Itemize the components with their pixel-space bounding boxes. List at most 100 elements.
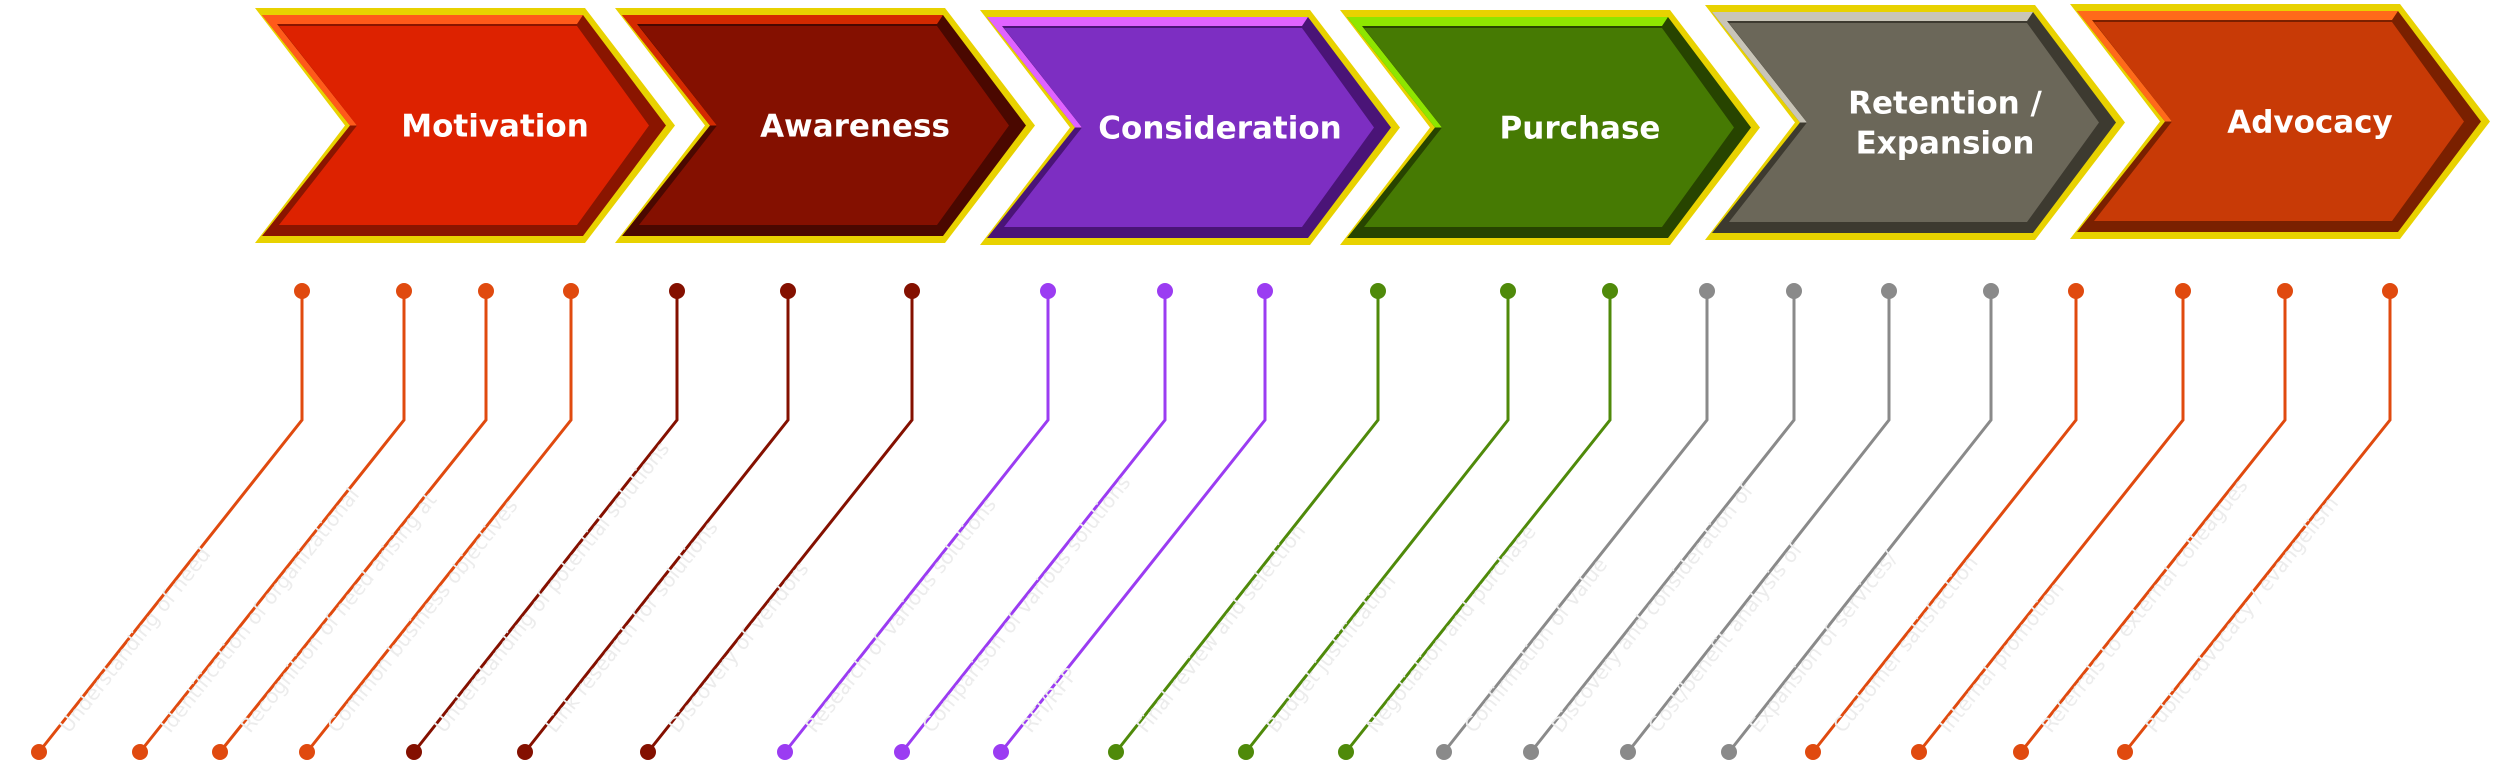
- leader-line: [523, 291, 790, 753]
- leader-bottom-dot: [640, 744, 656, 760]
- leader-top-dot: [1257, 283, 1273, 299]
- stage-chevrons: Motivation Awareness Consideration Purchase…: [255, 4, 2490, 245]
- chevron-consideration: Consideration: [980, 10, 1400, 245]
- leader-bottom-dot: [1721, 744, 1737, 760]
- leader-line: [1811, 291, 2078, 753]
- stage-label: Purchase: [1500, 111, 1661, 147]
- leader-top-dot: [2068, 283, 2084, 299]
- leader-top-dot: [1983, 283, 1999, 299]
- leader-line: [900, 291, 1167, 753]
- leader-top-dot: [780, 283, 796, 299]
- leader-line: [1917, 291, 2185, 753]
- stage-label: Retention /: [1848, 86, 2042, 122]
- leader-line: [218, 291, 488, 753]
- leader-line: [1114, 291, 1380, 753]
- leader-bottom-dot: [406, 744, 422, 760]
- leader-6: Link research for solutions: [517, 283, 796, 760]
- leader-11: Final review and selection: [1108, 283, 1386, 760]
- leader-bottom-dot: [2013, 744, 2029, 760]
- leader-bottom-dot: [1620, 744, 1636, 760]
- leader-top-dot: [1370, 283, 1386, 299]
- leader-line: [138, 291, 406, 753]
- stage-label: Motivation: [401, 109, 589, 145]
- leader-top-dot: [2175, 283, 2191, 299]
- leader-20: Referrals to external colleagues: [2013, 283, 2293, 760]
- leader-top-dot: [669, 283, 685, 299]
- leader-line: [1626, 291, 1891, 753]
- leader-bottom-dot: [1108, 744, 1124, 760]
- chevron-awareness: Awareness: [615, 8, 1035, 243]
- chevron-face: [639, 26, 1009, 225]
- leader-7: Discovery of vendors: [640, 283, 920, 760]
- leader-line: [1442, 291, 1709, 753]
- leader-line: [2123, 291, 2392, 753]
- leader-5: Understanding of potential solutions: [406, 283, 685, 760]
- leader-line: [1529, 291, 1796, 753]
- leader-bottom-dot: [894, 744, 910, 760]
- chevron-face: [279, 26, 649, 225]
- leader-bottom-dot: [1911, 744, 1927, 760]
- leader-8: Research of various solutions: [777, 283, 1056, 760]
- leader-bottom-dot: [1436, 744, 1452, 760]
- leader-top-dot: [1699, 283, 1715, 299]
- chevron-retention-expansion: Retention / Expansion: [1705, 5, 2125, 240]
- leader-top-dot: [2382, 283, 2398, 299]
- chevron-advocacy: Advocacy: [2070, 4, 2490, 239]
- leader-line: [37, 291, 304, 753]
- leader-line: [1727, 291, 1993, 753]
- leader-15: Discovery and consideration of: [1523, 283, 1802, 760]
- leader-18: Customer satisfaction: [1805, 283, 2084, 760]
- chevron-face: [2094, 22, 2464, 221]
- leader-line: [783, 291, 1050, 753]
- leader-line: [412, 291, 679, 753]
- stage-label: Expansion: [1856, 126, 2035, 162]
- leader-top-dot: [294, 283, 310, 299]
- leader-bottom-dot: [2117, 744, 2133, 760]
- leader-bottom-dot: [777, 744, 793, 760]
- leader-bottom-dot: [212, 744, 228, 760]
- leader-top-dot: [2277, 283, 2293, 299]
- leader-bottom-dot: [517, 744, 533, 760]
- leader-bottom-dot: [1338, 744, 1354, 760]
- leader-text: Discovery of vendors: [663, 557, 813, 737]
- leader-line: [646, 291, 914, 753]
- chevron-motivation: Motivation: [255, 8, 675, 243]
- leader-text: Comparison of various solutions: [917, 471, 1135, 737]
- leader-text: Understanding of potential solutions: [429, 437, 674, 737]
- leader-text: Research of various solutions: [800, 493, 1001, 737]
- leader-9: Comparison of various solutions: [894, 283, 1173, 760]
- leader-bottom-dot: [31, 744, 47, 760]
- leader-top-dot: [1500, 283, 1516, 299]
- leader-top-dot: [563, 283, 579, 299]
- leader-text: Public advocacy / evangelism: [2140, 491, 2343, 737]
- leader-bottom-dot: [1523, 744, 1539, 760]
- leader-top-dot: [1786, 283, 1802, 299]
- leader-text: Common business objectives: [322, 494, 522, 737]
- leader-top-dot: [904, 283, 920, 299]
- leader-text: Referrals to external colleagues: [2036, 474, 2252, 737]
- leader-line: [1244, 291, 1510, 753]
- leader-top-dot: [1040, 283, 1056, 299]
- leader-top-dot: [1602, 283, 1618, 299]
- leader-21: Public advocacy / evangelism: [2117, 283, 2398, 760]
- chevron-purchase: Purchase: [1340, 10, 1760, 245]
- leader-bottom-dot: [299, 744, 315, 760]
- stage-label: Consideration: [1098, 111, 1341, 147]
- leader-bottom-dot: [993, 744, 1009, 760]
- stage-label: Awareness: [760, 109, 950, 145]
- leader-bottom-dot: [1805, 744, 1821, 760]
- leader-line: [999, 291, 1267, 753]
- chevron-face: [1004, 28, 1374, 227]
- leader-top-dot: [478, 283, 494, 299]
- chevron-face: [1729, 23, 2099, 222]
- chevron-face: [1364, 28, 1734, 227]
- leader-top-dot: [1881, 283, 1897, 299]
- leader-text: RFI/RFP: [1016, 663, 1082, 737]
- leader-bottom-dot: [1238, 744, 1254, 760]
- leader-10: RFI/RFP: [993, 283, 1273, 760]
- leader-top-dot: [396, 283, 412, 299]
- leader-line: [2019, 291, 2287, 753]
- leader-line: [305, 291, 573, 753]
